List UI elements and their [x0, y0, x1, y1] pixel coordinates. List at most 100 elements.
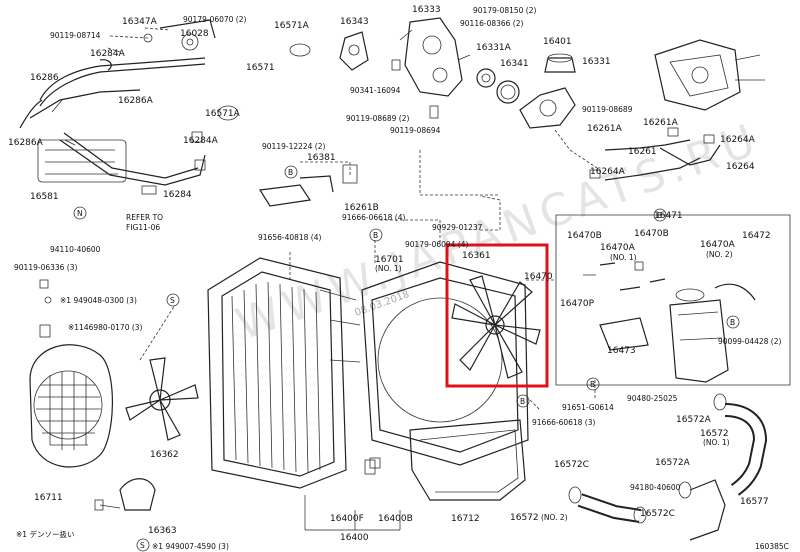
label-94110-40600: 94110-40600: [50, 245, 101, 254]
label-90119-08689-2: 90119-08689 (2): [346, 114, 410, 123]
label-90119-08694: 90119-08694: [390, 126, 441, 135]
label-90480-25025: 90480-25025: [627, 394, 678, 403]
leader-lines: [107, 27, 601, 411]
svg-text:S: S: [170, 296, 175, 305]
svg-text:B: B: [288, 168, 293, 177]
fan-16361: [451, 275, 541, 379]
label-90179-06094: 90179-06094 (4): [405, 240, 469, 249]
water-inlet: [519, 87, 576, 129]
svg-text:B: B: [520, 397, 525, 406]
svg-text:B: B: [657, 211, 662, 220]
label-94180-40600: 94180-40600: [630, 483, 681, 492]
label-90099-04428: 90099-04428 (2): [718, 337, 782, 346]
label-91666-60618: 91666-60618 (3): [532, 418, 596, 427]
svg-text:B: B: [590, 380, 595, 389]
fan-motor-assembly: [29, 279, 113, 468]
label-16701: 16701: [375, 255, 404, 265]
label-16261b: 16261B: [344, 203, 379, 213]
label-91666-06618-4: 91666-06618 (4): [342, 213, 406, 222]
label-16347a: 16347A: [122, 17, 158, 27]
label-90179-08150: 90179-08150 (2): [473, 6, 537, 15]
label-16261a-top: 16261A: [587, 124, 623, 134]
label-16381: 16381: [307, 153, 336, 163]
callout-circles: [73, 165, 740, 552]
radiator-hose-upper: [217, 43, 311, 121]
label-90179-06070: 90179-06070 (2): [183, 15, 247, 24]
label-16572a-b: 16572A: [655, 458, 691, 468]
label-16572-no2-b: (NO. 2): [541, 513, 568, 522]
label-16473: 16473: [607, 346, 636, 356]
label-no2: (NO. 2): [706, 250, 733, 259]
label-16261: 16261: [628, 147, 657, 157]
diagram-id: 160385C: [755, 542, 789, 551]
label-16472: 16472: [742, 231, 771, 241]
svg-text:B: B: [373, 231, 378, 240]
label-16343: 16343: [340, 17, 369, 27]
label-16572-no2: 16572: [510, 513, 539, 523]
label-16470a-a: 16470A: [600, 243, 636, 253]
label-refer-to: REFER TO: [126, 213, 163, 222]
label-16286a-mid: 16286A: [118, 96, 154, 106]
label-16470a-b: 16470A: [700, 240, 736, 250]
bracket-16381: [258, 164, 358, 207]
label-16712: 16712: [451, 514, 480, 524]
callout-b2: [369, 228, 383, 242]
callout-b3: [653, 208, 667, 222]
label-16401: 16401: [543, 37, 572, 47]
fan-shroud: [361, 261, 529, 466]
label-90116-08366: 90116-08366 (2): [460, 19, 524, 28]
label-16363: 16363: [148, 526, 177, 536]
label-fig11-06: FIG11-06: [126, 223, 160, 232]
label-16572c-b: 16572C: [640, 509, 675, 519]
fan-grille: [36, 372, 101, 450]
callout-b6: [516, 394, 530, 408]
label-16264: 16264: [726, 162, 755, 172]
label-16261a-right: 16261A: [643, 118, 679, 128]
label-16470b-a: 16470B: [567, 231, 602, 241]
label-16284: 16284: [163, 190, 192, 200]
label-16400f: 16400F: [330, 514, 364, 524]
label-90119-08714: 90119-08714: [50, 31, 101, 40]
reservoir-group: [555, 214, 791, 386]
svg-text:N: N: [77, 209, 83, 218]
label-16286a-left: 16286A: [8, 138, 44, 148]
top-right-assembly: [654, 39, 765, 111]
radiator-hose-lower: [568, 393, 768, 541]
label-16333: 16333: [412, 5, 441, 15]
label-16331: 16331: [582, 57, 611, 67]
part-labels: 16347A 90179-06070 (2) 16571A 16343 1633…: [8, 5, 789, 551]
gasket-16343: [339, 31, 369, 71]
label-91651-g0614: 91651-G0614: [562, 403, 614, 412]
callout-letters: B B B B B B N S S: [77, 168, 735, 550]
label-90341-16094: 90341-16094: [350, 86, 401, 95]
label-16581: 16581: [30, 192, 59, 202]
label-16400b: 16400B: [378, 514, 413, 524]
label-16264a-top: 16264A: [720, 135, 756, 145]
label-90119-06336: 90119-06336 (3): [14, 263, 78, 272]
label-16284a-top: 16284A: [90, 49, 126, 59]
label-16471: 16471: [654, 211, 683, 221]
label-16362: 16362: [150, 450, 179, 460]
label-16701-no1: (NO. 1): [375, 264, 402, 273]
solid-leaders: [51, 99, 596, 531]
label-90929-01237: 90929-01237: [432, 223, 483, 232]
radiator-16400: [207, 257, 376, 489]
water-outlet-housing: [391, 17, 471, 119]
label-16470: 16470: [524, 272, 553, 282]
lower-shroud: [409, 419, 526, 501]
label-16361: 16361: [462, 251, 491, 261]
label-16470b-b: 16470B: [634, 229, 669, 239]
label-footnote-1: ※1 デンソー扱い: [16, 529, 74, 539]
label-16341: 16341: [500, 59, 529, 69]
label-16331a: 16331A: [476, 43, 512, 53]
label-16286: 16286: [30, 73, 59, 83]
label-16264a-mid: 16264A: [590, 167, 626, 177]
svg-text:S: S: [140, 541, 145, 550]
label-16571: 16571: [246, 63, 275, 73]
label-16028: 16028: [180, 29, 209, 39]
label-90119-08689: 90119-08689: [582, 105, 633, 114]
callout-b5: [586, 377, 600, 391]
label-90119-12224: 90119-12224 (2): [262, 142, 326, 151]
label-16400: 16400: [340, 533, 369, 543]
label-16572-no1: 16572: [700, 429, 729, 439]
